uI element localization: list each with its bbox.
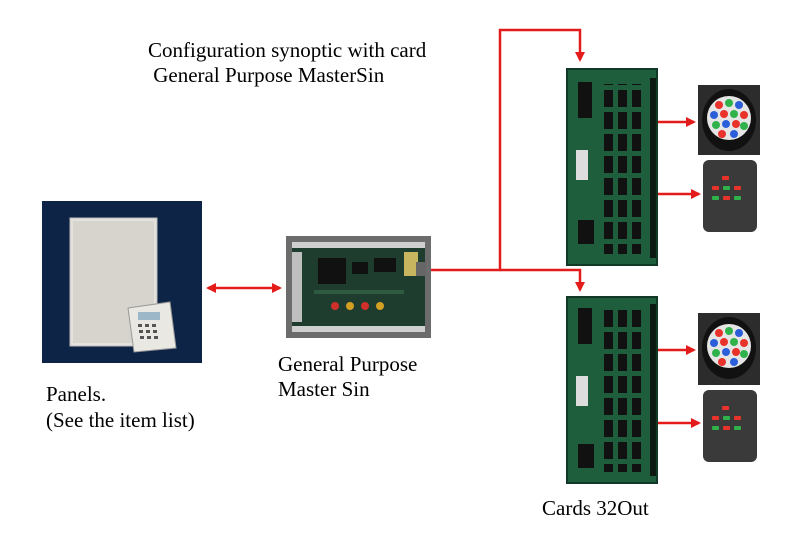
master-label-line2: Master Sin xyxy=(278,377,370,401)
led-keypad-device-top xyxy=(703,160,757,232)
master-to-cards-bus-line xyxy=(431,28,585,272)
led-cluster-device-bottom xyxy=(698,313,760,385)
bus-to-bottom-card-line xyxy=(500,268,585,292)
cards-32out-bottom-photo xyxy=(566,296,658,484)
master-board-photo xyxy=(286,236,431,338)
led-cluster-device-top xyxy=(698,85,760,155)
master-label-line1: General Purpose xyxy=(278,352,418,376)
cards-label: Cards 32Out xyxy=(542,496,649,520)
panels-label-line2: (See the item list) xyxy=(46,408,195,432)
panels-photo xyxy=(42,201,202,363)
diagram-title-line1: Configuration synoptic with card xyxy=(148,38,427,62)
led-keypad-device-bottom xyxy=(703,390,757,462)
panels-label-line1: Panels. xyxy=(46,382,107,406)
cards-32out-top-photo xyxy=(566,68,658,266)
diagram-title-line2: General Purpose MasterSin xyxy=(148,63,385,87)
